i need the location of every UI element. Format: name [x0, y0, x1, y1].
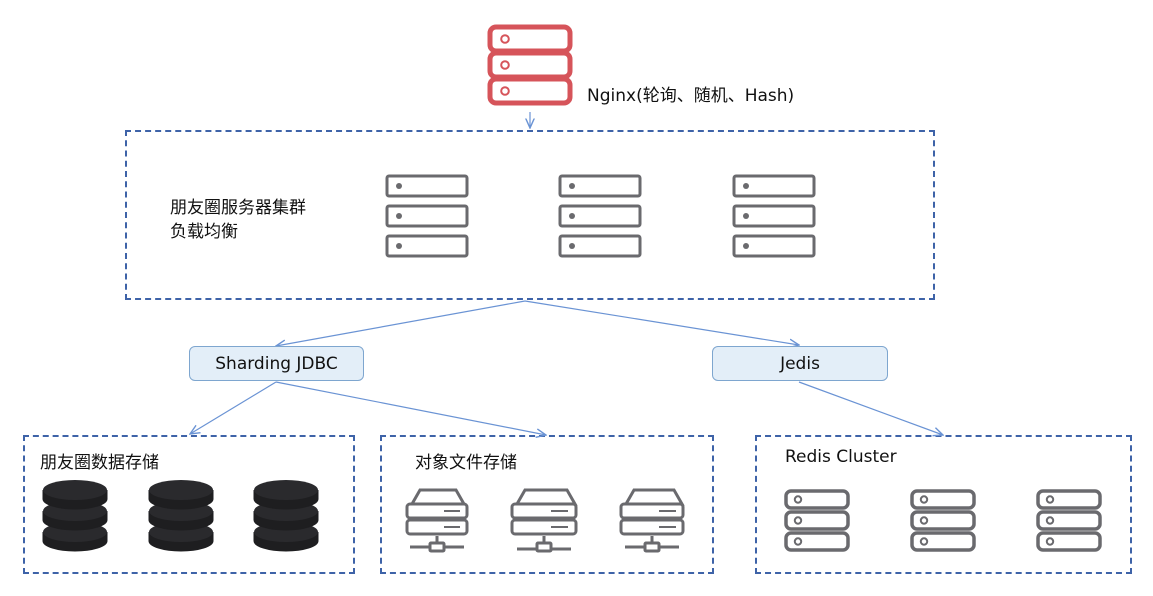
arrow-jedis-to-redis: [798, 381, 943, 435]
db-storage-box: [23, 435, 355, 574]
redis-server-icon-1: [784, 489, 850, 552]
arrow-cluster-to-sharding: [276, 300, 526, 346]
cluster-server-icon-3: [732, 174, 816, 258]
arrow-cluster-to-jedis: [524, 300, 799, 345]
jedis-node: Jedis: [712, 346, 888, 381]
object-server-icon-2: [510, 488, 578, 553]
object-server-icon-1: [405, 488, 469, 553]
arrow-sharding-to-object: [275, 381, 546, 435]
nginx-server-icon: [487, 24, 573, 106]
cluster-server-icon-2: [558, 174, 642, 258]
arrow-sharding-to-db: [190, 381, 277, 434]
database-icon-1: [42, 479, 108, 552]
object-storage-label: 对象文件存储: [415, 453, 517, 473]
sharding-jdbc-node: Sharding JDBC: [189, 346, 364, 381]
database-icon-2: [148, 479, 214, 552]
cluster-server-icon-1: [385, 174, 469, 258]
redis-server-icon-2: [910, 489, 976, 552]
redis-cluster-label: Redis Cluster: [785, 447, 897, 467]
connector-arrows: [190, 112, 943, 435]
nginx-label: Nginx(轮询、随机、Hash): [587, 86, 795, 106]
cluster-label-line1: 朋友圈服务器集群: [170, 198, 306, 218]
server-cluster-box: [125, 130, 935, 300]
db-storage-label: 朋友圈数据存储: [40, 453, 159, 473]
cluster-label-line2: 负载均衡: [170, 222, 238, 242]
redis-server-icon-3: [1036, 489, 1102, 552]
object-server-icon-3: [619, 488, 685, 553]
database-icon-3: [253, 479, 319, 552]
